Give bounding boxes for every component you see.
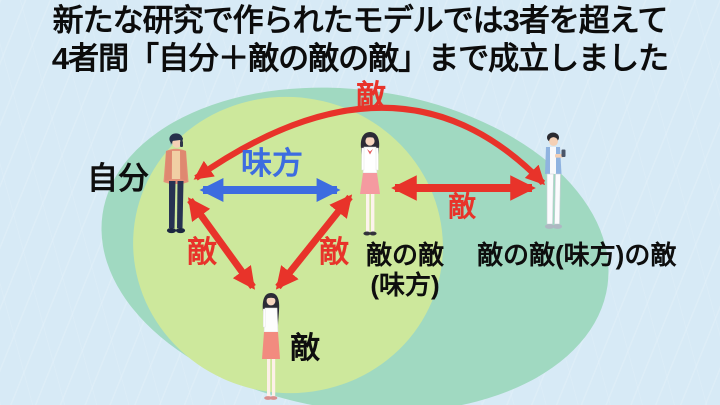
label-enemy-bottom: 敵 (290, 332, 320, 365)
label-enemys-enemy-line2: (味方) (370, 270, 440, 300)
label-enemy-bottom-mid: 敵 (319, 236, 349, 269)
title-line-2: 4者間「自分＋敵の敵の敵」まで成立しました (51, 41, 669, 76)
label-enemy-arc: 敵 (356, 80, 386, 113)
enemy-arc-arrow (193, 104, 546, 186)
figure-self person-icon (157, 132, 195, 240)
enemy-arrow-self-bottom (187, 197, 256, 290)
label-enemys-enemy: 敵の敵 (味方) (360, 240, 450, 300)
label-ally: 味方 (241, 146, 303, 181)
label-enemy-self-bottom: 敵 (187, 236, 217, 269)
label-enemys-enemy-line1: 敵の敵 (365, 240, 444, 270)
enemy-arrow-bottom-mid (275, 194, 353, 290)
title-line-1: 新たな研究で作られたモデルでは3者を超えて (52, 3, 669, 38)
figure-enemy person-icon (255, 291, 287, 403)
label-self: 自分 (87, 161, 149, 196)
figure-enemys-enemys-enemy person-icon (536, 132, 570, 238)
label-enemys-enemys-enemy: 敵の敵(味方)の敵 (477, 240, 677, 270)
label-enemy-mid-right: 敵 (448, 191, 477, 222)
